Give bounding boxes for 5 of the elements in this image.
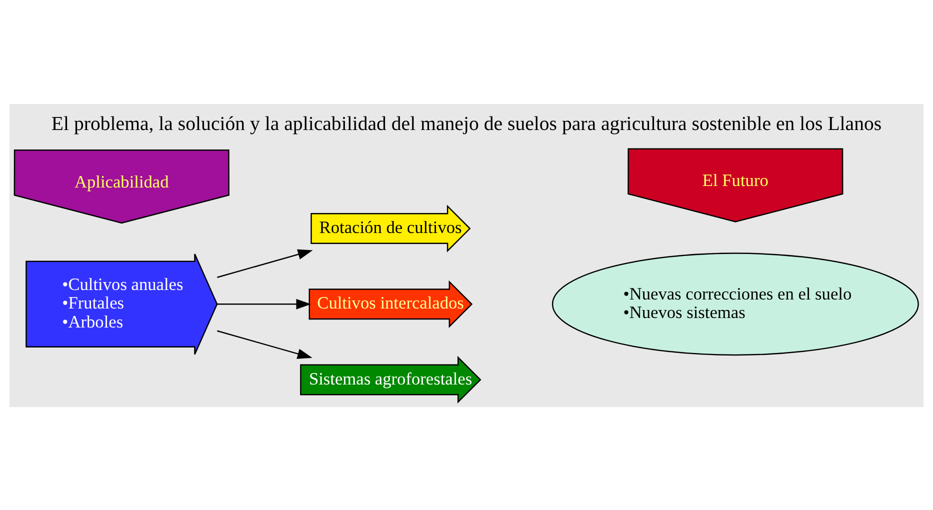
node-ellipse: •Nuevas correcciones en el suelo •Nuevos sistemas <box>552 252 919 356</box>
arrow <box>217 330 312 358</box>
arrow <box>217 248 313 278</box>
diagram-title: El problema, la solución y la aplicabilidad del manejo de suelos para agricultura sostenible en los Llanos <box>51 112 882 134</box>
arrow <box>217 298 312 309</box>
